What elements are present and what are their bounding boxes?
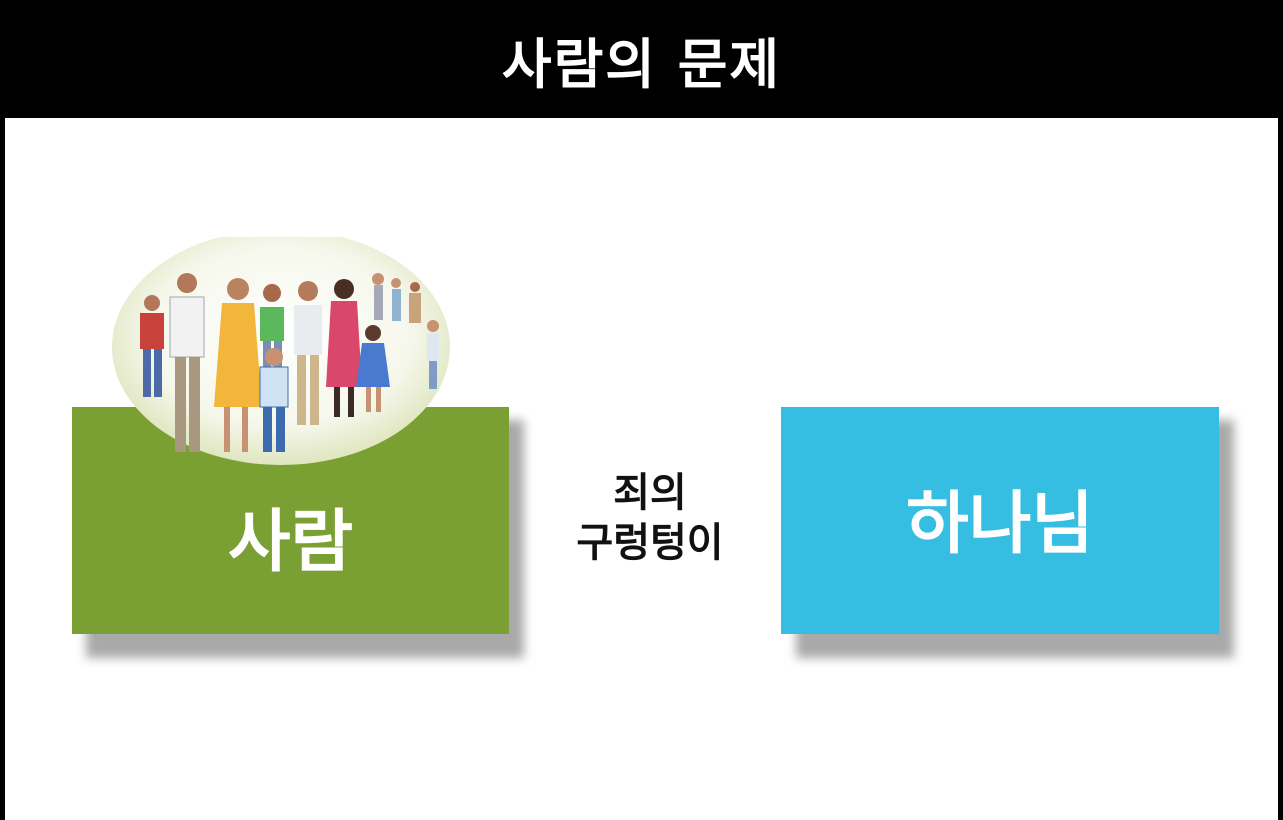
figure-pink-dress [326,279,362,417]
figure-striped-boy [259,348,289,452]
god-label: 하나님 [906,485,1094,564]
figure-yellow-dress [214,278,262,452]
figure-tan-pants [294,281,322,425]
middle-text-line2: 구렁텅이 [576,520,724,566]
people-group-illustration [112,237,450,465]
slide-title: 사람의 문제 [501,32,782,96]
middle-text: 죄의 구렁텅이 [520,468,780,568]
figure-tall-man [169,273,205,452]
person-box: 사람 [72,407,509,634]
figure-far-right-group [372,273,439,389]
figure-red-shirt [140,295,164,397]
title-bar: 사람의 문제 [0,0,1283,118]
middle-text-line1: 죄의 [613,470,687,516]
person-label: 사람 [227,503,354,582]
god-box: 하나님 [781,407,1219,634]
figure-blue-dress [356,325,390,412]
